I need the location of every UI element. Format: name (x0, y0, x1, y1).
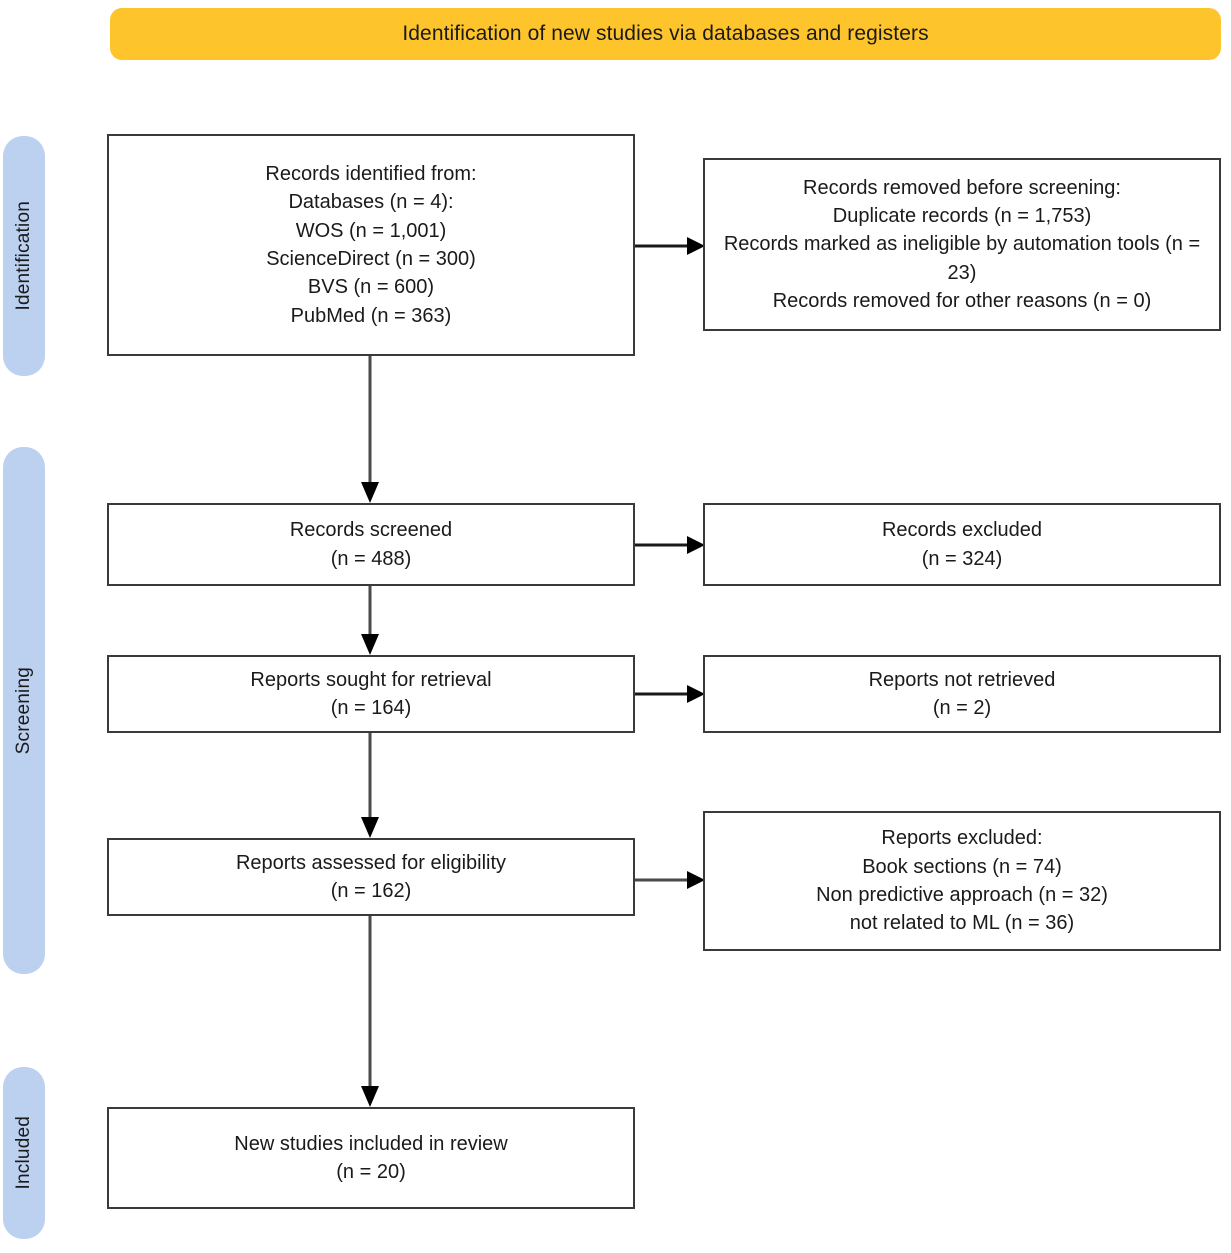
arrow-identified-to-removed (633, 232, 707, 260)
box-line: (n = 488) (330, 547, 412, 570)
box-line: not related to ML (n = 36) (849, 912, 1075, 935)
arrow-screened-to-records-excluded (633, 531, 707, 559)
box-line: ScienceDirect (n = 300) (266, 248, 476, 270)
box-line: WOS (n = 1,001) (295, 219, 447, 242)
box-line: Book sections (n = 74) (862, 855, 1062, 878)
box-line: (n = 2) (932, 697, 992, 719)
stage-label-screening-text: Screening (13, 666, 34, 755)
box-reports-sought-for-retrieval: Reports sought for retrieval (n = 164) (107, 655, 635, 733)
box-line: Records removed for other reasons (n = 0… (772, 290, 1152, 313)
box-reports-assessed-for-eligibility: Reports assessed for eligibility (n = 16… (107, 838, 635, 916)
box-line: Records identified from: (265, 162, 477, 185)
arrow-assessed-to-included (356, 916, 384, 1110)
box-line: Records screened (289, 519, 453, 542)
box-records-identified: Records identified from: Databases (n = … (107, 134, 635, 356)
box-line: (n = 162) (330, 880, 412, 902)
box-line: Reports not retrieved (868, 668, 1056, 691)
box-line: Reports sought for retrieval (250, 668, 492, 691)
box-line: Records excluded (881, 519, 1043, 542)
box-line: (n = 324) (921, 547, 1003, 570)
arrow-screened-to-sought (356, 586, 384, 658)
box-reports-excluded: Reports excluded: Book sections (n = 74)… (703, 811, 1221, 951)
box-new-studies-included: New studies included in review (n = 20) (107, 1107, 635, 1209)
box-line: Records marked as ineligible by automati… (723, 233, 1201, 284)
box-line: BVS (n = 600) (307, 276, 435, 299)
stage-label-screening: Screening (3, 447, 45, 974)
box-line: Records removed before screening: (803, 176, 1121, 199)
box-line: New studies included in review (234, 1132, 508, 1155)
box-line: (n = 20) (336, 1161, 406, 1183)
box-line: Reports assessed for eligibility (235, 851, 507, 874)
stage-label-included-text: Included (13, 1116, 34, 1190)
box-line: PubMed (n = 363) (290, 304, 452, 327)
stage-label-included: Included (3, 1067, 45, 1239)
box-line: Databases (n = 4): (288, 191, 454, 214)
box-records-removed-before-screening: Records removed before screening: Duplic… (703, 158, 1221, 331)
box-records-excluded: Records excluded (n = 324) (703, 503, 1221, 586)
header-title: Identification of new studies via databa… (402, 22, 929, 45)
box-line: (n = 164) (330, 697, 412, 719)
arrow-assessed-to-reports-excluded (633, 866, 707, 894)
box-line: Duplicate records (n = 1,753) (832, 204, 1092, 227)
box-line: Reports excluded: (881, 827, 1043, 850)
stage-label-identification: Identification (3, 136, 45, 376)
stage-label-identification-text: Identification (13, 201, 34, 311)
arrow-sought-to-assessed (356, 733, 384, 841)
box-reports-not-retrieved: Reports not retrieved (n = 2) (703, 655, 1221, 733)
arrow-sought-to-not-retrieved (633, 680, 707, 708)
diagram-header-banner: Identification of new studies via databa… (110, 8, 1221, 60)
box-records-screened: Records screened (n = 488) (107, 503, 635, 586)
box-line: Non predictive approach (n = 32) (816, 884, 1108, 906)
arrow-identified-to-screened (356, 356, 384, 506)
